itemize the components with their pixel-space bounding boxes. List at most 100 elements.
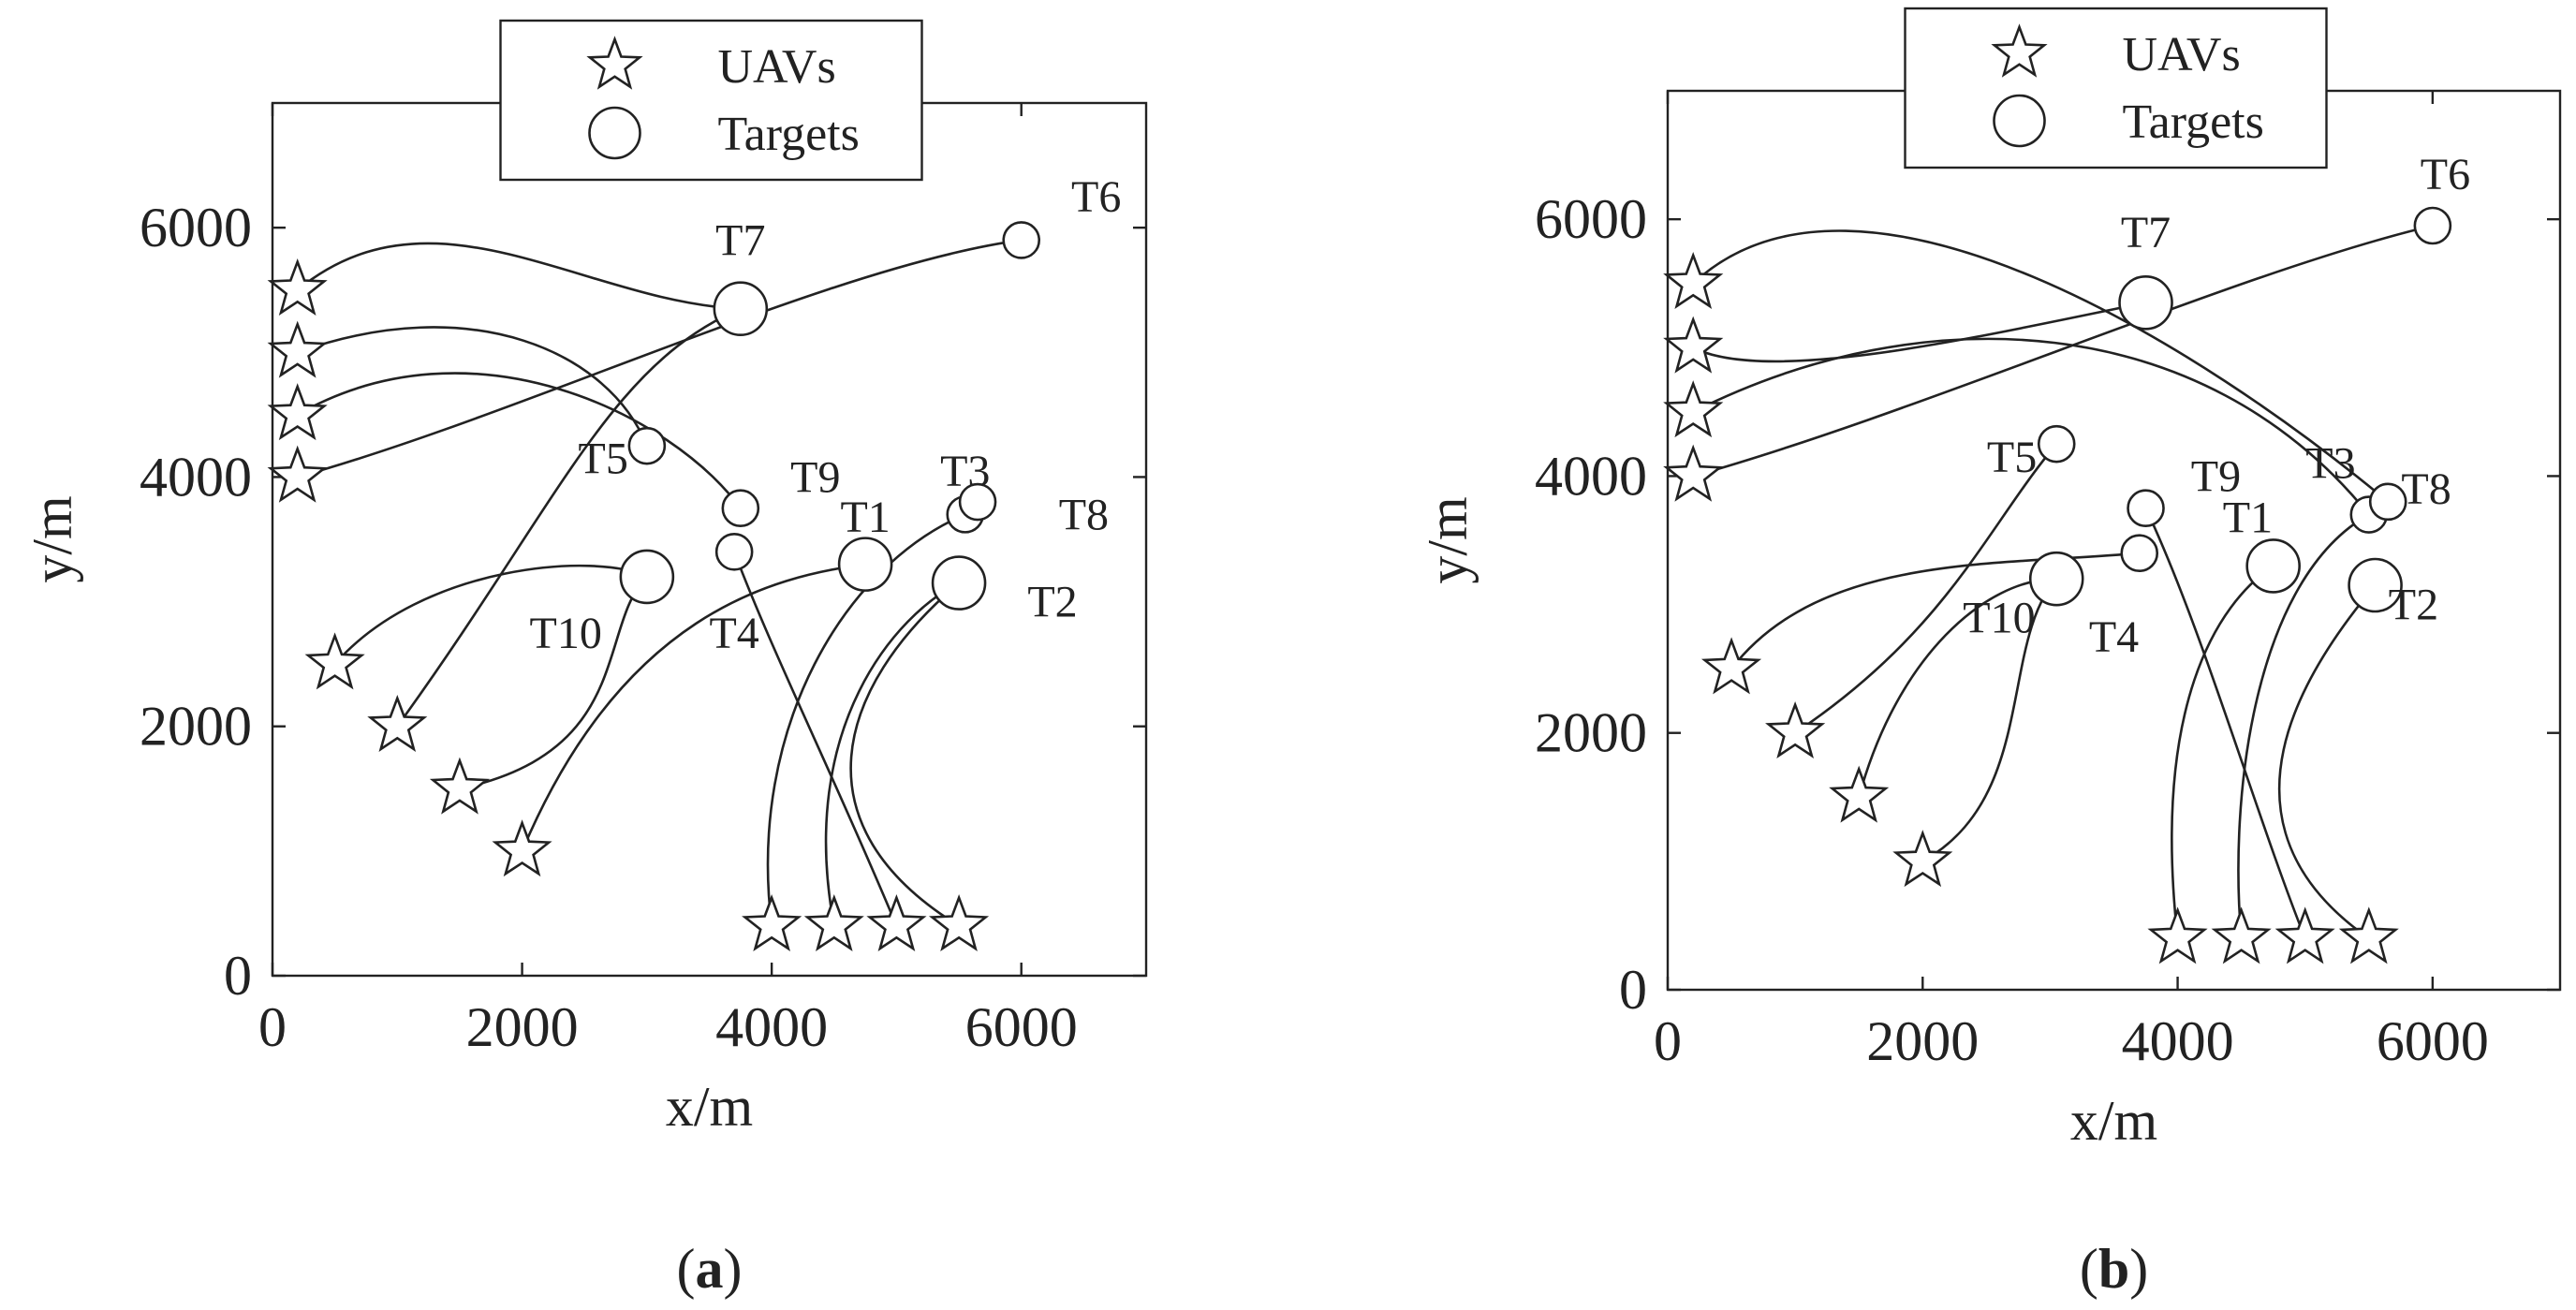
uav-marker — [1700, 637, 1762, 695]
target-label: T7 — [715, 215, 765, 265]
target-label: T6 — [2421, 150, 2470, 199]
target-label: T2 — [2389, 581, 2438, 630]
uav-trajectory — [1857, 577, 2057, 798]
uav-trajectory — [297, 239, 1022, 478]
uav-trajectory — [521, 563, 866, 852]
x-tick-label: 2000 — [466, 996, 579, 1058]
target-label: T5 — [579, 434, 628, 483]
target-label: T3 — [2305, 439, 2355, 489]
uav-trajectory — [1794, 443, 2058, 734]
uav-trajectory — [1692, 337, 2370, 516]
y-tick-label: 0 — [1619, 959, 1647, 1021]
target-marker — [2348, 557, 2403, 613]
x-tick-label: 0 — [258, 996, 287, 1058]
x-tick-label: 6000 — [965, 996, 1078, 1058]
target-label: T1 — [840, 493, 890, 542]
uav-trajectory — [2144, 508, 2306, 939]
target-marker — [714, 533, 754, 571]
uav-marker — [1892, 830, 1953, 888]
uav-marker — [267, 383, 328, 441]
legend-entry-targets: Targets — [2123, 96, 2264, 149]
target-marker — [2413, 206, 2452, 245]
x-tick-label: 6000 — [2377, 1010, 2489, 1072]
legend-entry-uavs: UAVs — [718, 40, 836, 94]
uav-trajectory — [2278, 584, 2377, 940]
uav-trajectory — [1921, 578, 2058, 862]
uav-marker — [803, 893, 864, 952]
y-axis-label: y/m — [1417, 496, 1479, 583]
target-label: T10 — [1963, 593, 2035, 642]
target-marker — [837, 537, 893, 592]
uav-trajectory — [2171, 565, 2274, 939]
x-tick-label: 2000 — [1866, 1010, 1979, 1072]
uav-trajectory — [2237, 513, 2370, 939]
target-label: T4 — [709, 609, 758, 658]
target-label: T6 — [1071, 172, 1121, 222]
uav-marker — [1829, 765, 1890, 823]
y-axis-label: y/m — [22, 495, 83, 582]
uav-marker — [267, 445, 328, 503]
uav-marker — [429, 757, 491, 815]
uav-marker — [267, 258, 328, 316]
x-tick-label: 4000 — [2122, 1010, 2234, 1072]
uav-trajectory — [1692, 229, 2390, 503]
target-label: T7 — [2121, 208, 2171, 258]
panel-label: (b) — [2080, 1238, 2148, 1300]
uav-marker — [1663, 380, 1724, 438]
y-tick-label: 0 — [224, 945, 252, 1007]
plot-area — [271, 101, 1148, 978]
legend-box — [499, 19, 923, 182]
x-tick-label: 4000 — [715, 996, 828, 1058]
panel-label: (a) — [677, 1238, 743, 1300]
uav-marker — [267, 320, 328, 378]
target-marker — [2118, 274, 2173, 331]
target-marker — [2037, 424, 2076, 464]
uav-marker — [1765, 700, 1826, 759]
target-marker — [619, 549, 675, 605]
uav-trajectory — [849, 581, 960, 927]
target-label: T4 — [2089, 612, 2139, 662]
target-label: T9 — [790, 452, 840, 502]
plot-area — [1666, 89, 2562, 992]
target-marker — [2120, 534, 2159, 573]
target-marker — [721, 489, 760, 528]
target-label: T10 — [530, 609, 602, 658]
legend-entry-targets: Targets — [718, 108, 860, 161]
uav-marker — [1663, 251, 1724, 310]
legend-target-marker — [588, 106, 641, 160]
legend-uav-marker — [586, 36, 643, 90]
x-axis-label: x/m — [666, 1076, 753, 1138]
uav-trajectory — [766, 513, 966, 926]
y-tick-label: 4000 — [140, 446, 252, 508]
uav-trajectory — [396, 307, 742, 728]
y-tick-label: 2000 — [1535, 702, 1647, 764]
target-label: T9 — [2191, 451, 2241, 501]
legend-entry-uavs: UAVs — [2123, 28, 2241, 81]
y-tick-label: 6000 — [140, 197, 252, 258]
y-tick-label: 4000 — [1535, 445, 1647, 507]
uav-trajectory — [297, 372, 742, 509]
uav-marker — [928, 893, 990, 952]
uav-marker — [304, 632, 365, 690]
uav-marker — [866, 893, 927, 952]
target-marker — [2127, 489, 2165, 528]
target-marker — [931, 555, 987, 611]
uav-trajectory — [1692, 302, 2146, 363]
target-marker — [2245, 538, 2301, 594]
target-label: T2 — [1027, 578, 1077, 627]
legend-target-marker — [1993, 94, 2046, 148]
uav-marker — [2211, 906, 2272, 964]
target-label: T8 — [1059, 490, 1109, 539]
target-marker — [2028, 551, 2084, 607]
target-marker — [958, 482, 997, 522]
target-label: T5 — [1987, 433, 2037, 482]
target-marker — [627, 426, 667, 465]
target-marker — [713, 281, 769, 336]
uav-marker — [1663, 316, 1724, 374]
uav-marker — [2274, 906, 2335, 964]
target-marker — [1002, 221, 1041, 259]
legend-box — [1904, 7, 2328, 169]
